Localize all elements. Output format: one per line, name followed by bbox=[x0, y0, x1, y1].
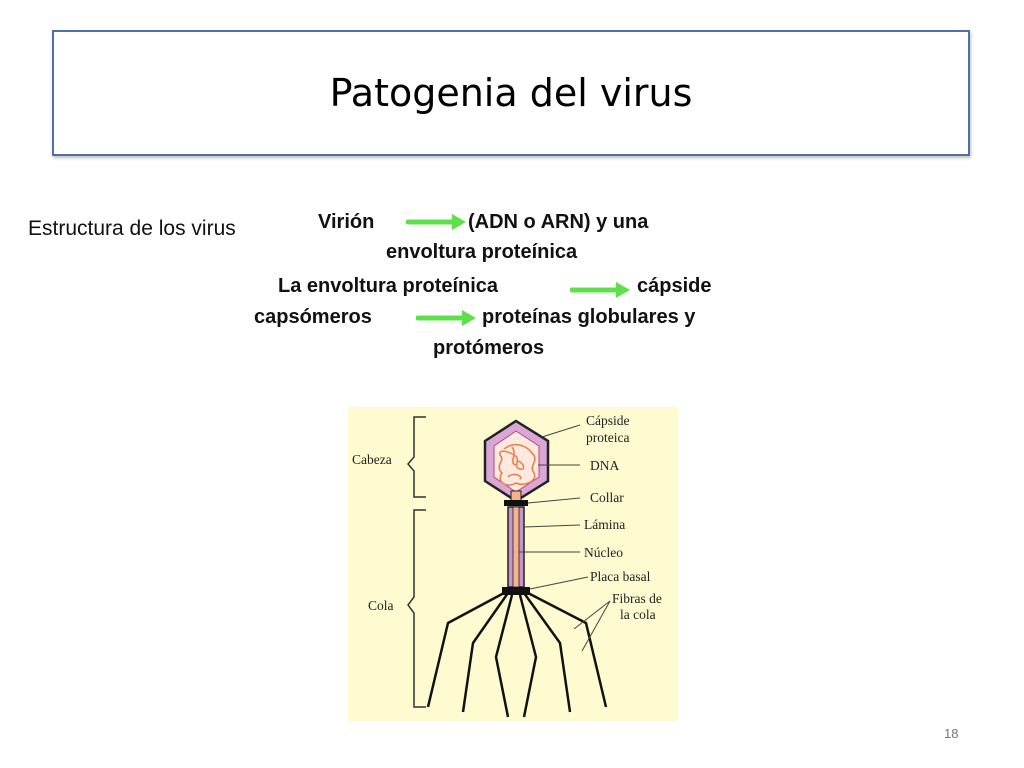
title-box: Patogenia del virus bbox=[52, 30, 970, 156]
line5-protomeros: protómeros bbox=[433, 337, 545, 359]
label-collar: Collar bbox=[590, 490, 624, 505]
cabeza-brace bbox=[407, 416, 426, 498]
tail-core bbox=[512, 506, 520, 588]
line1-virion: Virión bbox=[318, 211, 375, 233]
label-cola: Cola bbox=[368, 598, 394, 613]
line3-envoltura: La envoltura proteínica bbox=[278, 275, 499, 297]
line3-capside: cápside bbox=[637, 275, 712, 297]
label-cabeza: Cabeza bbox=[352, 452, 392, 467]
label-dna: DNA bbox=[590, 458, 619, 473]
side-label: Estructura de los virus bbox=[28, 217, 236, 240]
label-placa: Placa basal bbox=[590, 569, 651, 584]
label-nucleo: Núcleo bbox=[584, 545, 623, 560]
line4-capsomeros: capsómeros bbox=[254, 306, 372, 328]
tail-fibers bbox=[426, 591, 608, 718]
arrow-right-icon bbox=[416, 310, 476, 326]
base-plate bbox=[502, 587, 530, 595]
bacteriophage-svg: Cabeza Cola bbox=[352, 413, 662, 718]
label-capside-2: proteica bbox=[586, 430, 629, 445]
dna-strand bbox=[498, 443, 536, 486]
collar bbox=[504, 500, 528, 506]
label-fibras-2: la cola bbox=[620, 607, 656, 622]
label-capside-1: Cápside bbox=[586, 413, 630, 428]
page-number: 18 bbox=[944, 726, 959, 741]
bacteriophage-diagram: Cabeza Cola bbox=[348, 407, 678, 721]
label-fibras-1: Fibras de bbox=[612, 591, 662, 606]
cola-brace bbox=[407, 509, 426, 708]
line4-proteinas: proteínas globulares y bbox=[482, 306, 696, 328]
label-lamina: Lámina bbox=[584, 517, 625, 532]
arrow-right-icon bbox=[406, 214, 466, 230]
arrow-right-icon bbox=[570, 282, 630, 298]
line1-adn-arn: (ADN o ARN) y una bbox=[468, 211, 649, 233]
slide-title: Patogenia del virus bbox=[329, 71, 693, 115]
line2-envoltura: envoltura proteínica bbox=[386, 241, 578, 263]
